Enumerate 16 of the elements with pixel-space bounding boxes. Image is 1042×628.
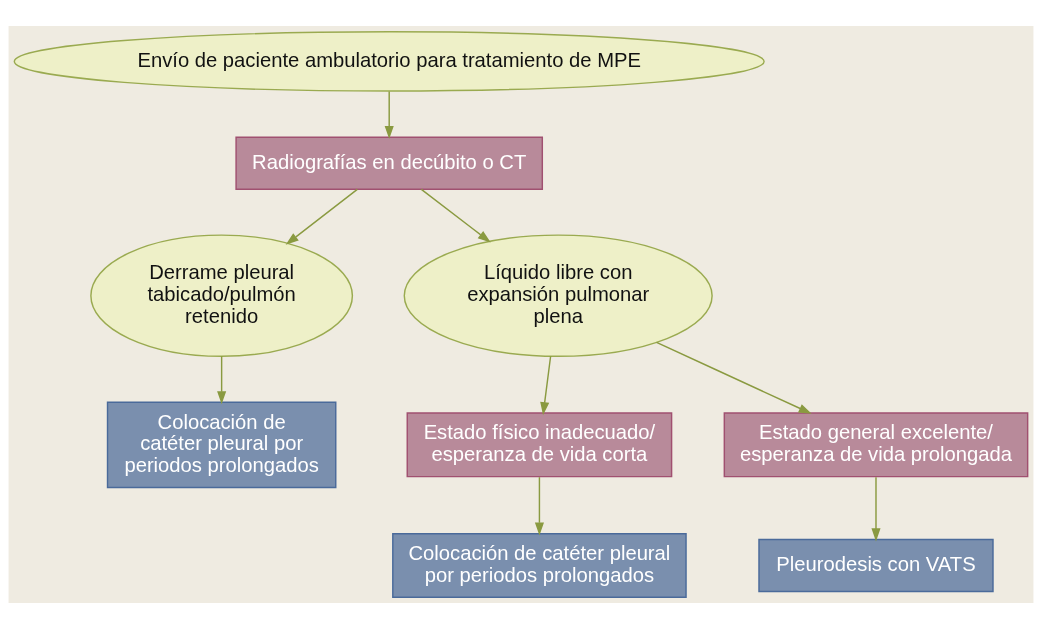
node-ellipse: Envío de paciente ambulatorio para tratamiento de MPE xyxy=(13,30,765,92)
node-box: Pleurodesis con VATS xyxy=(758,538,994,592)
arrow xyxy=(285,188,358,245)
node-box: Colocación de catéter pleural por periodos prolongados xyxy=(392,532,687,598)
node-ellipse: Líquido libre con expansión pulmonar plena xyxy=(403,233,713,357)
arrow xyxy=(540,355,552,415)
arrow xyxy=(871,475,881,541)
arrow xyxy=(420,188,491,243)
arrow xyxy=(534,475,544,535)
arrow xyxy=(384,90,394,139)
arrow xyxy=(655,341,812,414)
node-box: Colocación de catéter pleural por periodos prolongados xyxy=(106,401,337,488)
node-box: Estado físico inadecuado/ esperanza de vida corta xyxy=(406,411,673,477)
node-box: Radiografías en decúbito o CT xyxy=(235,136,544,190)
arrow xyxy=(217,355,227,404)
node-box: Estado general excelente/ esperanza de vida prolongada xyxy=(723,411,1029,477)
